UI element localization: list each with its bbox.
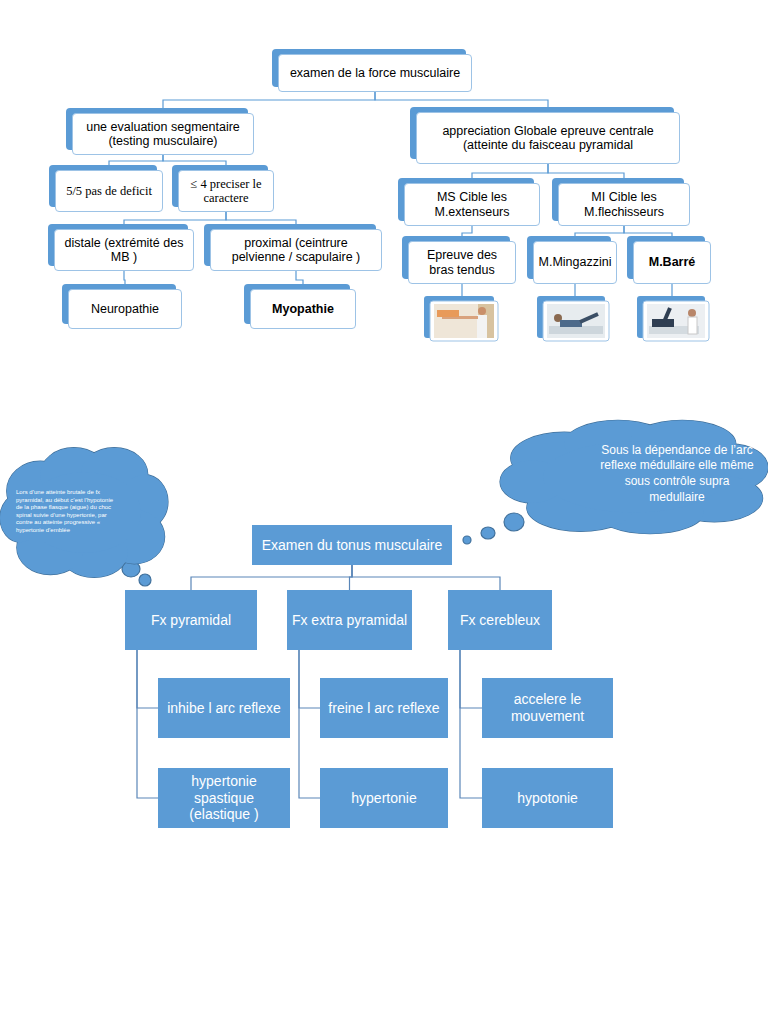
photo-person: [580, 314, 598, 322]
connector-line: [352, 565, 500, 590]
process-box: accelere le mouvement: [482, 678, 613, 738]
photo-border: [643, 301, 709, 341]
thought-bubbles: [122, 513, 524, 586]
connector-line: [137, 650, 158, 708]
connector-line: [299, 650, 320, 708]
photo-frame: [424, 296, 498, 341]
node-label: hypertonie: [351, 790, 416, 807]
node-label: ≤ 4 preciser le caractere: [185, 177, 267, 206]
connector-line: [137, 650, 158, 798]
connector-line: [462, 226, 472, 241]
hierarchy-box: distale (extrémité des MB ): [54, 229, 194, 271]
node-label: 5/5 pas de deficit: [66, 184, 152, 198]
photo-person: [688, 317, 697, 334]
connector-line: [460, 650, 482, 798]
node-label: accelere le mouvement: [486, 691, 609, 725]
node-label: distale (extrémité des MB ): [61, 236, 187, 265]
connector-line: [109, 155, 163, 170]
photo-image: [478, 304, 494, 338]
callout-cloud: Lors d’une atteinte brutale de fx pyrami…: [0, 445, 168, 580]
hierarchy-box: proximal (ceintrure pelvienne / scapulai…: [210, 229, 382, 271]
photo-border: [430, 301, 498, 341]
photo-image: [547, 304, 605, 338]
node-label: Epreuve des bras tendus: [415, 248, 509, 277]
thought-bubble: [139, 574, 151, 586]
thought-bubble: [504, 513, 524, 531]
hierarchy-box: M.Barré: [633, 241, 711, 284]
photo-person: [477, 315, 487, 338]
hierarchy-box: 5/5 pas de deficit: [55, 170, 163, 212]
connector-line: [624, 226, 672, 241]
node-label: Lors d’une atteinte brutale de fx pyrami…: [16, 489, 120, 534]
hierarchy-box: Myopathie: [250, 289, 356, 329]
connector-line: [163, 92, 375, 113]
connector-line: [124, 212, 226, 229]
process-box: hypertonie spastique (elastique ): [158, 768, 290, 828]
connector-line: [350, 565, 353, 590]
node-label: Myopathie: [272, 302, 334, 316]
process-box: hypotonie: [482, 768, 613, 828]
connector-line: [472, 164, 548, 183]
node-label: M.Mingazzini: [539, 255, 612, 269]
connector-line: [460, 650, 482, 708]
connector-line: [191, 565, 352, 590]
photo-person: [437, 310, 459, 317]
photo-person: [478, 307, 486, 315]
hierarchy-box: MI Cible les M.flechisseurs: [558, 183, 690, 226]
node-label: appreciation Globale epreuve centrale (a…: [423, 124, 673, 153]
process-box: Examen du tonus musculaire: [252, 525, 452, 565]
node-label: MI Cible les M.flechisseurs: [565, 190, 683, 219]
node-label: une evaluation segmentaire (testing musc…: [79, 120, 247, 149]
node-label: Examen du tonus musculaire: [262, 537, 443, 554]
thought-bubble: [481, 527, 495, 539]
connector-line: [163, 155, 226, 170]
node-label: MS Cible les M.extenseurs: [411, 190, 533, 219]
photo-person: [560, 320, 582, 327]
photo-image: [434, 304, 494, 338]
callout-cloud: Sous la dépendance de l’arc reflexe médu…: [500, 418, 768, 536]
hierarchy-box: examen de la force musculaire: [278, 54, 472, 92]
node-label: hypotonie: [517, 790, 578, 807]
photo-frame: [637, 296, 709, 341]
process-box: inhibe l arc reflexe: [158, 678, 290, 738]
connector-line: [296, 271, 303, 289]
connector-line: [299, 650, 320, 798]
node-label: examen de la force musculaire: [290, 66, 460, 80]
photo-image: [647, 304, 705, 338]
photo-frame: [537, 296, 609, 341]
node-label: inhibe l arc reflexe: [167, 700, 281, 717]
connector-line: [226, 212, 296, 229]
hierarchy-box: Epreuve des bras tendus: [408, 241, 516, 284]
hierarchy-box: M.Mingazzini: [533, 241, 617, 284]
process-box: Fx extra pyramidal: [287, 590, 412, 650]
thought-bubble: [463, 536, 471, 544]
hierarchy-box: MS Cible les M.extenseurs: [404, 183, 540, 226]
node-label: Fx extra pyramidal: [292, 612, 407, 629]
connector-line: [375, 92, 548, 112]
process-box: freine l arc reflexe: [320, 678, 448, 738]
node-label: hypertonie spastique (elastique ): [162, 773, 286, 823]
hierarchy-box: appreciation Globale epreuve centrale (a…: [416, 112, 680, 164]
connector-line: [548, 164, 624, 183]
node-label: Fx cerebleux: [460, 612, 540, 629]
photo-image: [549, 326, 603, 334]
photo-border: [543, 301, 609, 341]
node-label: Neuropathie: [91, 302, 159, 316]
hierarchy-box: une evaluation segmentaire (testing musc…: [72, 113, 254, 155]
hierarchy-box: ≤ 4 preciser le caractere: [178, 170, 274, 212]
photo-person: [688, 309, 696, 317]
process-box: Fx cerebleux: [448, 590, 552, 650]
node-label: freine l arc reflexe: [328, 700, 439, 717]
node-label: Sous la dépendance de l’arc reflexe médu…: [600, 443, 754, 505]
hierarchy-box: Neuropathie: [68, 289, 182, 329]
process-box: Fx pyramidal: [125, 590, 257, 650]
node-label: Fx pyramidal: [151, 612, 231, 629]
node-label: proximal (ceintrure pelvienne / scapulai…: [217, 236, 375, 265]
process-box: hypertonie: [320, 768, 448, 828]
connector-line: [575, 226, 624, 241]
photo-person: [664, 308, 670, 322]
connector-line: [124, 271, 125, 289]
node-label: M.Barré: [649, 255, 696, 269]
